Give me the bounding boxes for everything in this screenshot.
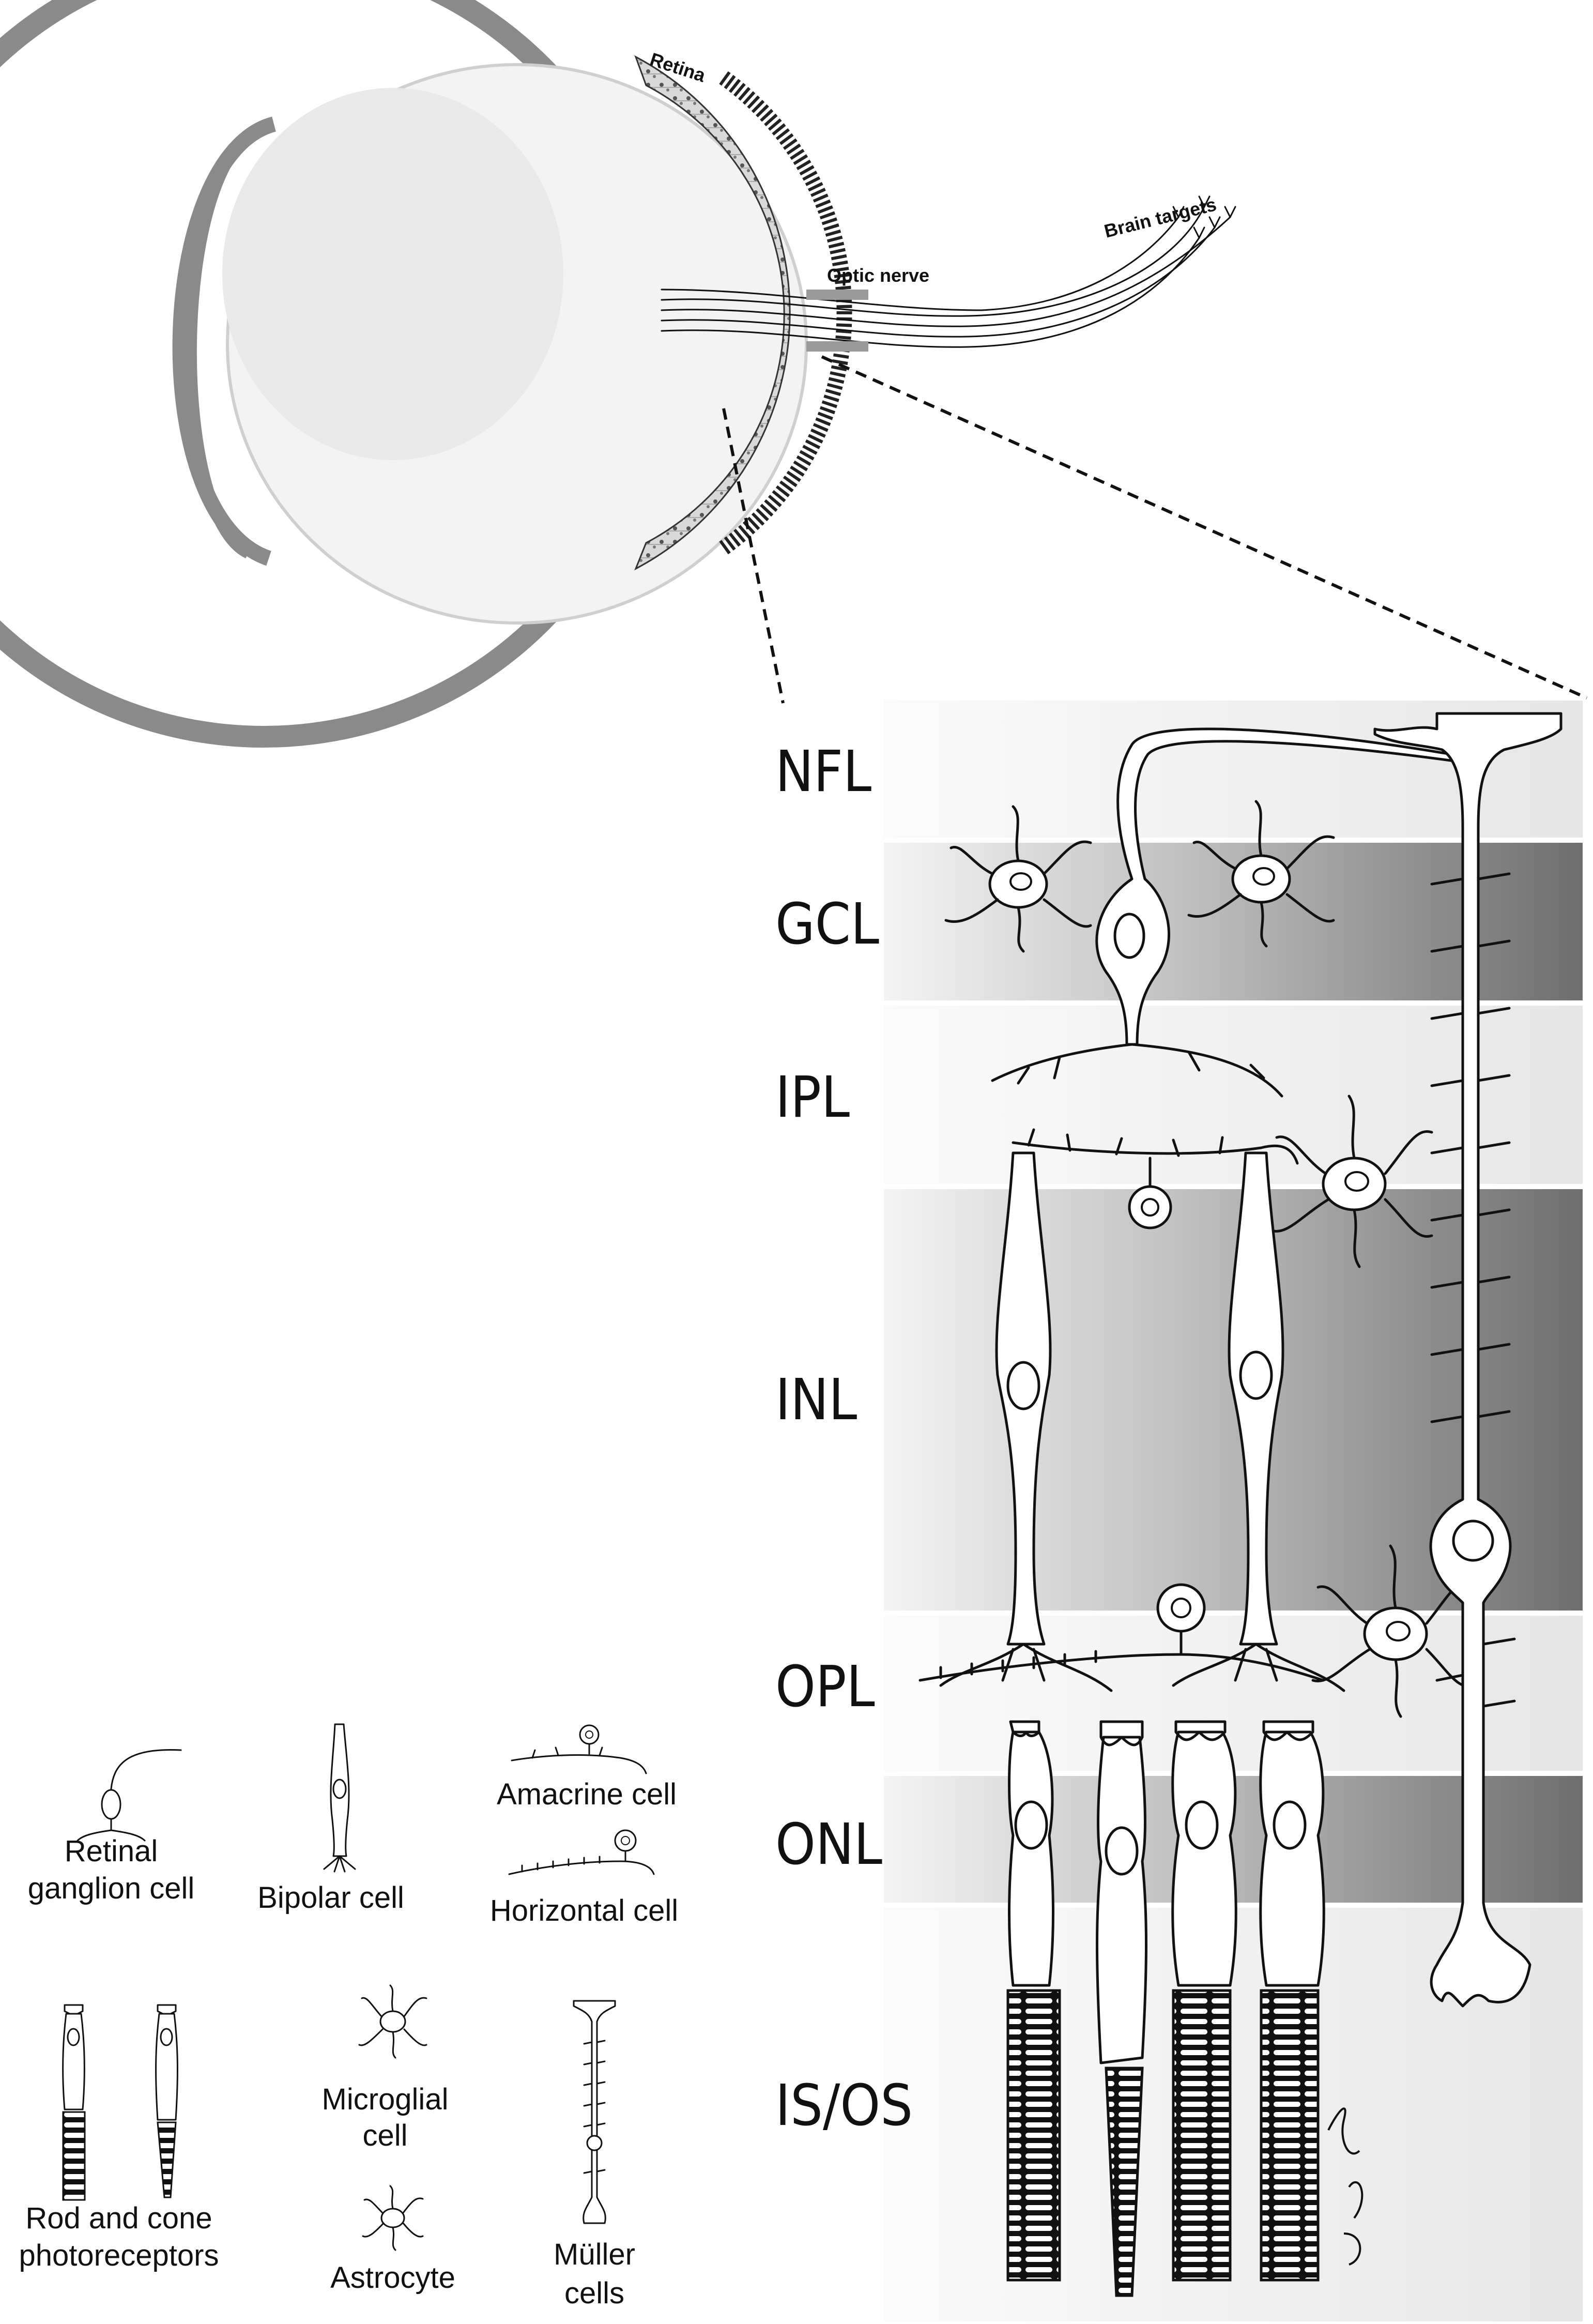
legend-label-microglial-1: Microglial — [322, 2083, 449, 2116]
legend-label-photoreceptors-1: Rod and cone — [25, 2201, 212, 2235]
retina-layers — [884, 701, 1583, 2321]
layer-label-onl: ONL — [775, 1811, 882, 1877]
lens — [222, 88, 563, 460]
bipolar-cell-1 — [939, 1151, 1113, 1692]
cone-photoreceptor-3 — [1259, 1720, 1325, 2282]
artist-signature — [1327, 2107, 1364, 2266]
astrocyte-cell-2 — [1187, 800, 1335, 948]
zoom-line-left — [722, 408, 785, 704]
amacrine-cell — [1012, 1128, 1299, 1229]
cone-photoreceptor-2 — [1171, 1720, 1237, 2282]
legend-label-horizontal: Horizontal cell — [490, 1894, 678, 1927]
layer-label-nfl: NFL — [775, 738, 871, 804]
legend-icon-amacrine — [511, 1724, 647, 1774]
legend-icon-astrocyte — [362, 2185, 424, 2251]
legend-icon-muller — [573, 2000, 616, 2224]
legend-icon-ganglion — [76, 1749, 182, 1842]
legend-icon-microglial — [358, 1984, 427, 2059]
legend-icon-bipolar — [323, 1723, 356, 1873]
retinal-ganglion-cell — [991, 727, 1485, 1098]
rod-photoreceptor — [1096, 1720, 1147, 2297]
layer-label-inl: INL — [775, 1366, 857, 1433]
layer-label-ipl: IPL — [775, 1064, 850, 1130]
legend-label-bipolar: Bipolar cell — [257, 1881, 404, 1915]
legend-icon-horizontal — [508, 1829, 655, 1875]
legend-label-microglial-2: cell — [362, 2119, 407, 2152]
layer-label-gcl: GCL — [775, 891, 879, 957]
astrocyte-cell-1 — [944, 805, 1092, 953]
bipolar-cell-2 — [1172, 1151, 1345, 1692]
legend-label-muller-2: cells — [564, 2276, 624, 2310]
legend-label-muller-1: Müller — [554, 2238, 635, 2271]
optic-nerve — [661, 195, 1236, 352]
legend-icon-photoreceptors — [62, 2004, 178, 2201]
legend: Retinal ganglion cell Bipolar cell Amacr… — [19, 1723, 678, 2310]
layer-labels: NFL GCL IPL INL OPL ONL IS/OS — [775, 738, 913, 2138]
zoom-line-right — [821, 355, 1588, 700]
layer-label-opl: OPL — [775, 1653, 875, 1720]
microglial-cell-upper — [1270, 1095, 1433, 1268]
retina-band — [634, 55, 791, 571]
legend-label-ganglion-1: Retinal — [65, 1834, 158, 1868]
cone-photoreceptor-1 — [1006, 1720, 1061, 2282]
horizontal-cell — [918, 1583, 1325, 1682]
legend-label-amacrine: Amacrine cell — [497, 1778, 677, 1811]
legend-label-ganglion-2: ganglion cell — [28, 1872, 194, 1905]
sclera — [0, 0, 599, 748]
eye-illustration: Retina Optic nerve Brain targets — [0, 0, 1236, 748]
legend-label-photoreceptors-2: photoreceptors — [19, 2239, 219, 2272]
optic-nerve-label: Optic nerve — [827, 265, 929, 286]
layer-label-isos: IS/OS — [775, 2072, 913, 2138]
muller-cell — [1373, 712, 1563, 2008]
legend-label-astrocyte: Astrocyte — [330, 2261, 455, 2295]
